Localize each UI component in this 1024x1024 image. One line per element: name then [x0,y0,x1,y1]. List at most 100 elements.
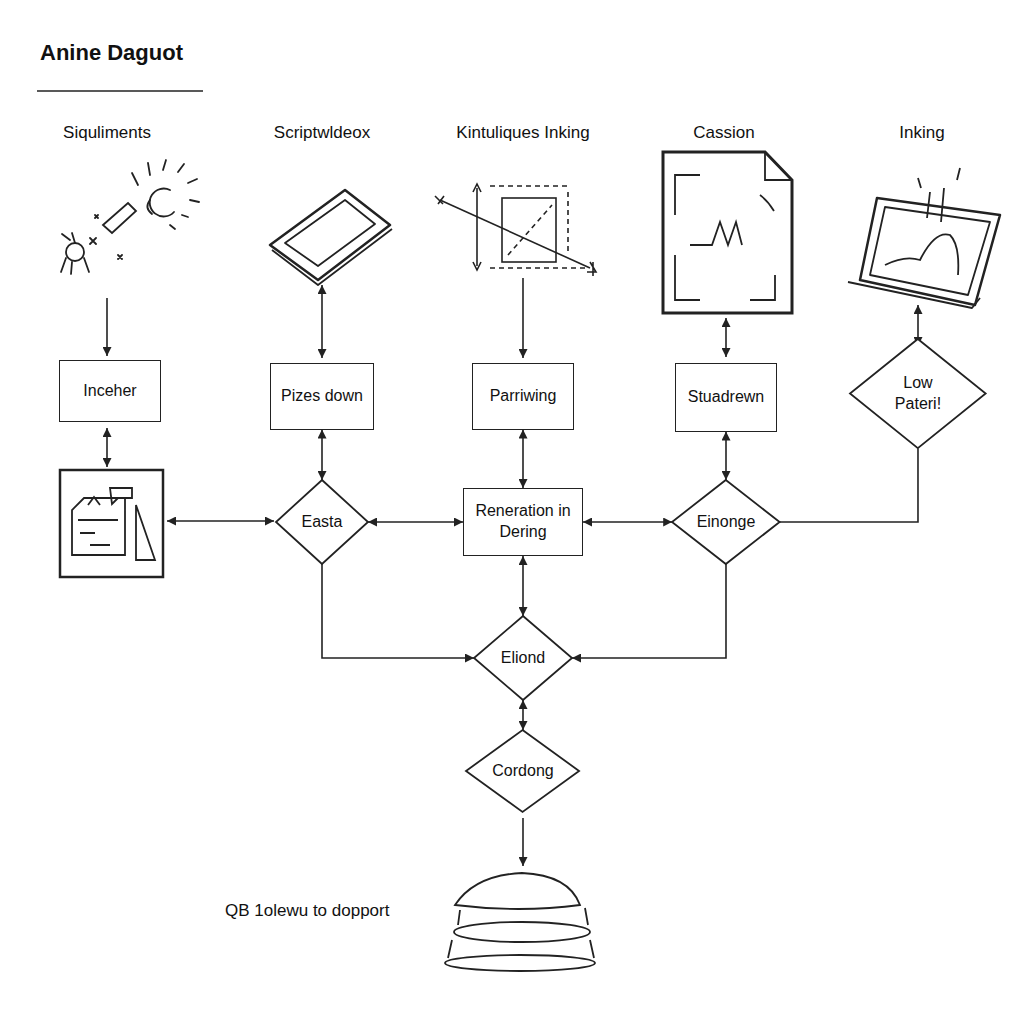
decision-diamond: Easta [276,480,368,564]
flow-connector [780,449,918,522]
burst-icon [132,160,199,202]
crosshair-icon [490,185,570,187]
diagram-title: Anine Daguot [40,40,183,66]
tablet-icon [285,200,375,266]
node-text: Eliond [501,648,545,669]
crosshair-icon [502,198,556,262]
flow-connector [522,430,524,489]
disc-stack [455,873,580,909]
node-text: Easta [302,512,343,533]
crosshair-icon [473,184,481,270]
document-icon [663,152,792,313]
leader-arrows [106,298,108,356]
flow-connector [522,556,524,616]
crosshair-icon [567,192,569,255]
leader-arrows [167,520,274,522]
process-box: Inceher [59,360,161,422]
document-icon [760,195,774,211]
picture-box [88,497,100,505]
document-icon [765,152,792,180]
burst-icon [61,160,199,274]
diamond-outline [850,339,986,448]
picture-box [78,520,118,545]
decision-diamond: Einonge [672,480,780,564]
picture-box [72,498,125,555]
flow-connector [572,564,726,658]
diamond-outline [672,480,780,564]
diamond-outline [474,616,572,700]
leader-arrows [522,818,524,866]
tablet-icon [272,229,392,285]
disc-stack [454,922,590,942]
laptop-icon [885,234,958,275]
crosshair-icon [435,196,444,204]
crosshair-icon [440,200,590,268]
picture-box [136,505,155,560]
picture-box [110,488,132,504]
leader-arrows [321,285,323,358]
leader-arrows [522,278,524,358]
crosshair-icon [435,184,596,276]
burst-icon [103,203,136,233]
column-heading: Scriptwldeox [274,123,370,143]
leader-arrows [725,318,727,357]
laptop-icon [870,207,990,295]
picture-box [60,470,163,577]
document-icon [690,222,742,245]
decision-diamond: Eliond [474,616,572,700]
node-text: Parriwing [490,386,557,407]
disc-stack [445,955,595,971]
laptop-icon [848,282,980,308]
flow-connector [322,564,474,658]
flow-connector [522,700,524,730]
laptop-icon [918,168,960,222]
node-text: Cordong [492,761,553,782]
leader-arrows [107,278,918,866]
document-icon [675,175,775,300]
burst-icon [150,189,174,217]
picture-box [60,470,163,577]
decision-diamond: Cordong [466,730,579,812]
column-heading: Inking [899,123,944,143]
leader-arrows [106,428,108,467]
node-text: Stuadrewn [688,387,765,408]
column-heading: Siquliments [63,123,151,143]
node-text: Low Pateri! [887,373,949,415]
title-underline [37,90,203,92]
decision-diamond: Low Pateri! [850,339,986,448]
node-text: Reneration in Dering [473,501,573,543]
crosshair-icon [508,205,552,255]
node-text: Pizes down [281,386,363,407]
burst-icon [66,243,84,261]
burst-icon [147,200,152,214]
laptop-icon [848,168,1000,308]
node-text: Inceher [83,381,136,402]
burst-icon [90,215,122,259]
crosshair-icon [587,262,596,276]
diamond-outline [850,339,986,448]
note-label: QB 1olewu to dopport [225,901,389,921]
process-box: Parriwing [472,363,574,430]
tablet-icon [270,190,392,285]
process-box: Pizes down [270,363,374,430]
process-box: Reneration in Dering [463,488,583,556]
flow-connector [583,521,672,523]
flow-connector [725,432,727,481]
process-box: Stuadrewn [675,363,777,432]
disc-stack [448,908,594,958]
document-icon [663,152,792,313]
flow-connector [368,521,463,523]
crosshair-icon [476,188,478,266]
column-heading: Cassion [693,123,754,143]
burst-icon [61,233,89,274]
column-heading: Kintuliques Inking [456,123,589,143]
crosshair-icon [490,267,585,269]
disc-stack [445,873,595,971]
burst-icon [170,215,188,229]
node-text: Einonge [697,512,756,533]
flow-connector [321,430,323,481]
diamond-outline [276,480,368,564]
tablet-icon [270,190,390,280]
diamond-outline [466,730,579,812]
